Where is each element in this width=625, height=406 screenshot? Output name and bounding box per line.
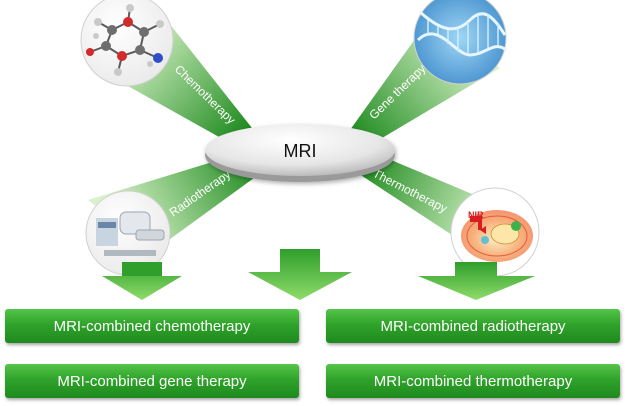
arrow-down-center	[248, 249, 352, 300]
nir-label: NIR	[468, 210, 484, 220]
mri-combined-gene-therapy-box: MRI-combined gene therapy	[5, 364, 299, 398]
dna-image	[413, 0, 508, 85]
arrow-down-left-shaft	[122, 262, 162, 276]
thermotherapy-image	[450, 187, 540, 277]
mri-label: MRI	[284, 141, 317, 161]
radiotherapy-machine-image	[85, 190, 171, 276]
arrow-down-right	[418, 262, 535, 300]
molecule-image	[80, 0, 174, 87]
mri-disk	[205, 124, 395, 182]
mri-combined-chemotherapy-box: MRI-combined chemotherapy	[5, 309, 299, 343]
arrow-down-left	[102, 260, 182, 300]
mri-combined-radiotherapy-box: MRI-combined radiotherapy	[326, 309, 620, 343]
mri-combined-thermotherapy-box: MRI-combined thermotherapy	[326, 364, 620, 398]
